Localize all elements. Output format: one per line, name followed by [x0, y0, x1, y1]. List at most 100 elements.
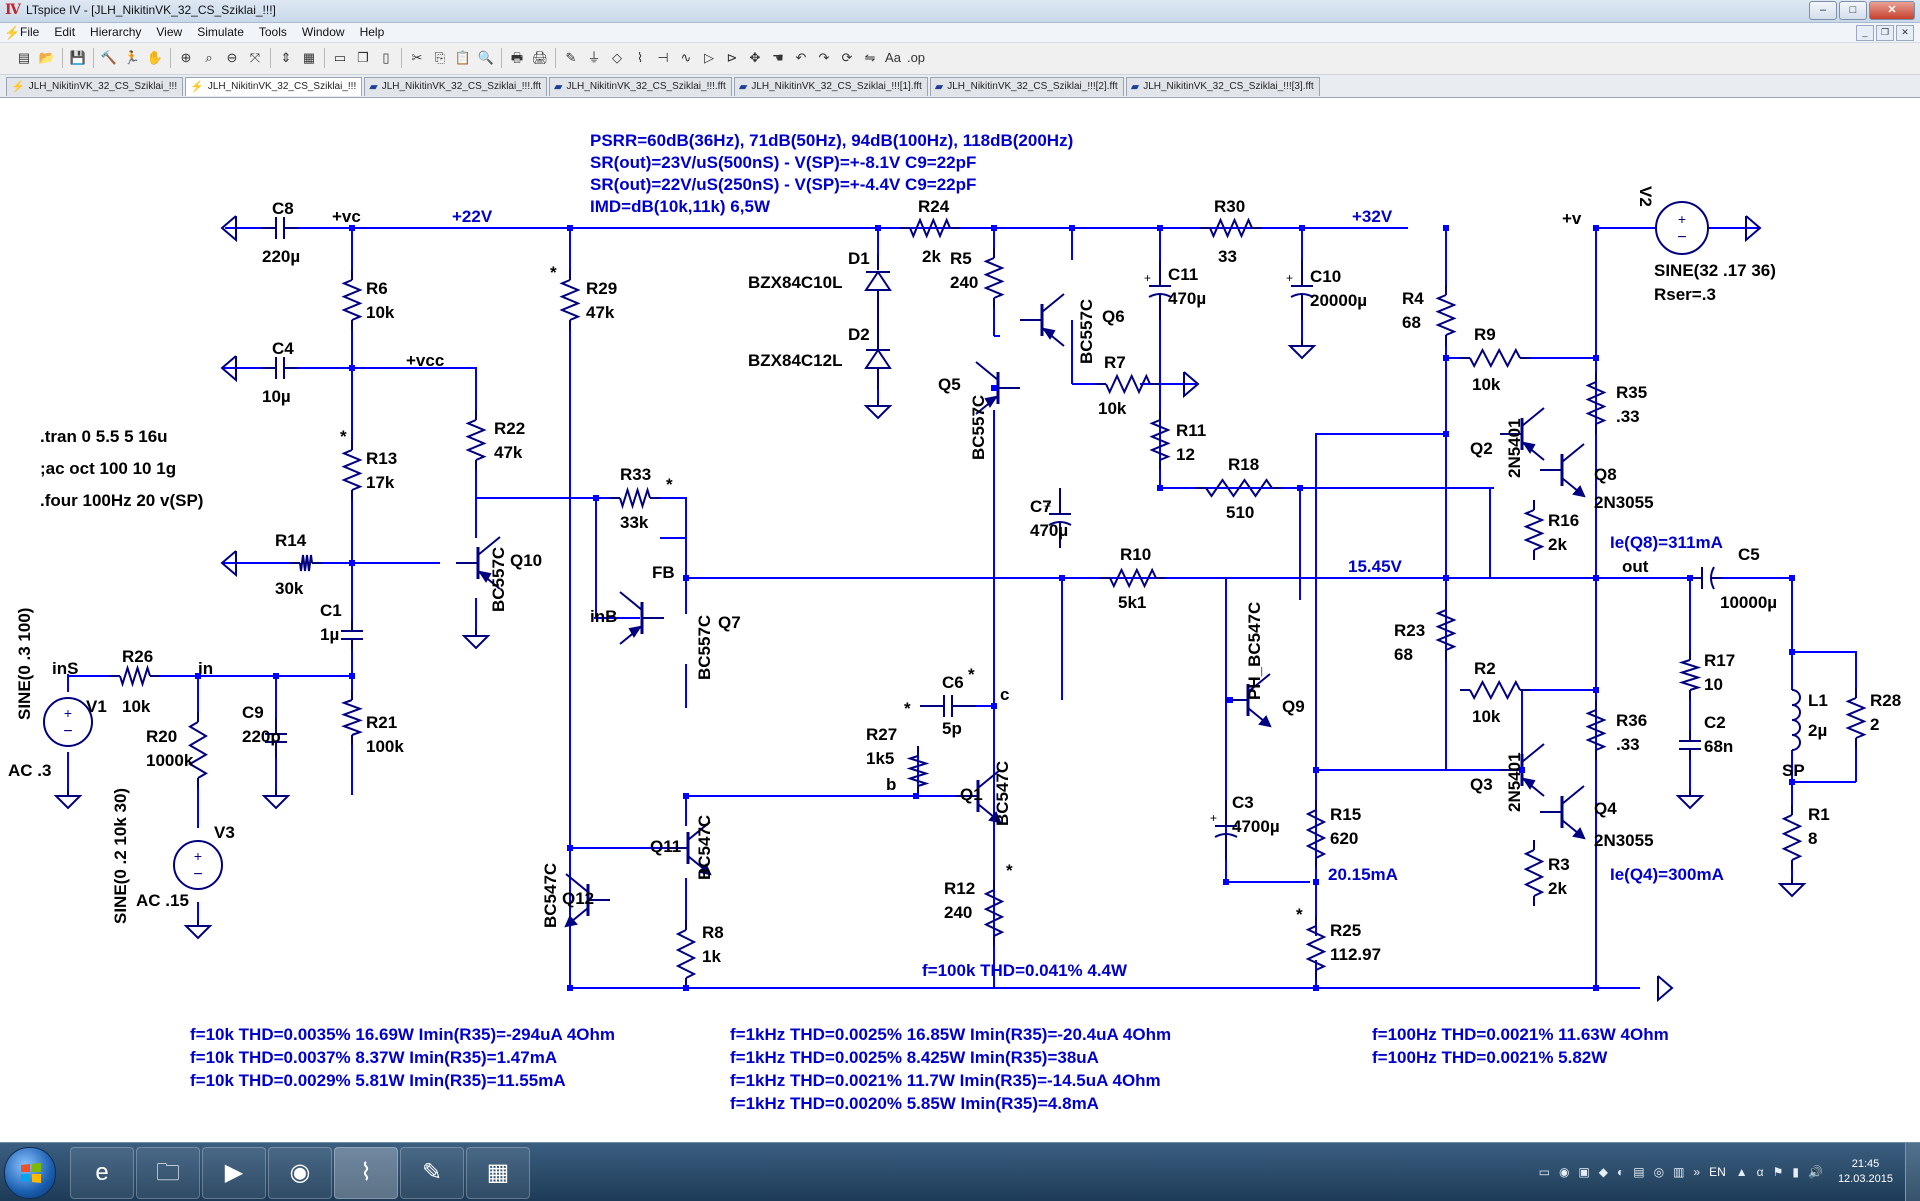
text-icon[interactable]: Aa: [885, 50, 901, 65]
resistor-icon[interactable]: ⌇: [636, 50, 644, 65]
tray-icon-4[interactable]: ◆: [1598, 1165, 1608, 1179]
capacitor-c3[interactable]: [1214, 800, 1238, 860]
resistor-r1[interactable]: [1781, 805, 1803, 870]
copy-icon[interactable]: ⎘: [434, 50, 446, 65]
start-button[interactable]: [4, 1147, 56, 1199]
save-icon[interactable]: 💾: [69, 50, 87, 65]
action-center-icon[interactable]: ⚑: [1772, 1165, 1784, 1179]
tray-icon-8[interactable]: ▥: [1673, 1165, 1685, 1179]
resistor-r10[interactable]: [1100, 567, 1166, 589]
notification-flag-icon[interactable]: ▲: [1735, 1165, 1748, 1179]
clock[interactable]: 21:45 12.03.2015: [1838, 1157, 1893, 1187]
schematic[interactable]: +−+−+− C8220µC410µR610kR1317k*R1430kC11µ…: [0, 98, 1920, 1140]
minimize-button[interactable]: –: [1809, 1, 1837, 20]
network-icon[interactable]: ▮: [1792, 1165, 1799, 1179]
wire[interactable]: [660, 497, 687, 578]
spice-directive-icon[interactable]: .op: [906, 50, 926, 65]
capacitor-c9[interactable]: [265, 718, 287, 758]
zoom-in-icon[interactable]: ⊕: [180, 50, 192, 65]
print-icon[interactable]: 🖨: [531, 50, 549, 65]
components[interactable]: +−+−+−: [43, 201, 1867, 1003]
resistor-r28[interactable]: [1845, 688, 1867, 748]
transistor-q4[interactable]: [1540, 785, 1586, 840]
transistor-q5[interactable]: [975, 361, 1020, 415]
tab-0[interactable]: ⚡JLH_NikitinVK_32_CS_Sziklai_!!!: [6, 77, 184, 96]
mirror-icon[interactable]: ⇋: [864, 50, 876, 65]
antivirus-icon[interactable]: α: [1756, 1165, 1764, 1179]
volume-icon[interactable]: 🔊: [1807, 1165, 1823, 1179]
transistor-q2[interactable]: [1500, 407, 1545, 461]
halt-icon[interactable]: ✋: [146, 50, 164, 65]
transistor-q12[interactable]: [564, 873, 610, 928]
tile-vertical-icon[interactable]: ▯: [382, 50, 390, 65]
resistor-r14[interactable]: [290, 554, 322, 572]
tray-expand-icon[interactable]: »: [1693, 1165, 1701, 1179]
voltage-source-v1[interactable]: +−: [43, 697, 93, 747]
capacitor-c1[interactable]: [341, 620, 363, 650]
paste-icon[interactable]: 📋: [454, 50, 472, 65]
menu-view[interactable]: View: [156, 25, 183, 39]
menu-window[interactable]: Window: [301, 25, 345, 39]
menu-help[interactable]: Help: [359, 25, 385, 39]
resistor-r16[interactable]: [1523, 500, 1545, 560]
capacitor-c8[interactable]: [262, 217, 298, 239]
tab-1[interactable]: ⚡JLH_NikitinVK_32_CS_Sziklai_!!!: [185, 77, 363, 96]
resistor-r9[interactable]: [1460, 347, 1530, 369]
tab-5[interactable]: ▰JLH_NikitinVK_32_CS_Sziklai_!!![2].fft: [929, 77, 1124, 96]
rail-vcc[interactable]: [292, 367, 477, 400]
resistor-r22[interactable]: [465, 410, 487, 470]
diode-icon[interactable]: ▷: [704, 50, 714, 65]
wire[interactable]: [1315, 433, 1446, 578]
tray-icon-5[interactable]: ◐: [1617, 1165, 1625, 1179]
resistor-r33[interactable]: [610, 486, 660, 510]
transistor-q3[interactable]: [1500, 743, 1545, 797]
voltage-source-v3[interactable]: +−: [173, 840, 223, 890]
resistor-r13[interactable]: [341, 440, 363, 500]
redo-icon[interactable]: ↷: [818, 50, 830, 65]
document-icon[interactable]: ⚡: [4, 25, 21, 40]
maximize-button[interactable]: □: [1839, 1, 1867, 20]
menu-simulate[interactable]: Simulate: [197, 25, 244, 39]
resistor-r29[interactable]: [559, 270, 581, 330]
zoom-pan-icon[interactable]: ⌕: [205, 50, 213, 65]
drag-icon[interactable]: ☚: [772, 50, 784, 65]
mdi-close-button[interactable]: ✕: [1896, 25, 1914, 41]
transistor-q1[interactable]: [956, 769, 1002, 824]
grid-icon[interactable]: ▦: [302, 50, 316, 65]
tab-6[interactable]: ▰JLH_NikitinVK_32_CS_Sziklai_!!![3].fft: [1125, 77, 1320, 96]
ie-icon[interactable]: e: [70, 1147, 134, 1199]
tab-4[interactable]: ▰JLH_NikitinVK_32_CS_Sziklai_!!![1].fft: [733, 77, 928, 96]
zoom-fit-icon[interactable]: ⤧: [249, 50, 261, 65]
resistor-r5[interactable]: [983, 248, 1005, 308]
wires[interactable]: [67, 227, 1857, 990]
resistor-r12[interactable]: [983, 880, 1005, 946]
transistor-q7[interactable]: [619, 591, 664, 645]
transistor-q8[interactable]: [1540, 443, 1586, 498]
resistor-r8[interactable]: [675, 920, 697, 988]
menu-file[interactable]: File: [20, 25, 40, 39]
print-preview-icon[interactable]: 🖶: [510, 50, 524, 65]
resistor-r27[interactable]: [906, 746, 930, 796]
open-icon[interactable]: 📂: [38, 50, 56, 65]
autorange-icon[interactable]: ⇕: [280, 50, 292, 65]
resistor-r6[interactable]: [341, 270, 363, 330]
undo-icon[interactable]: ↶: [795, 50, 807, 65]
resistor-r30[interactable]: [1200, 217, 1262, 239]
find-icon[interactable]: 🔍: [477, 50, 495, 65]
firefox-icon[interactable]: ◉: [268, 1147, 332, 1199]
new-schematic-icon[interactable]: ▤: [17, 50, 31, 65]
paint-icon[interactable]: ✎: [400, 1147, 464, 1199]
explorer-icon[interactable]: 🗀: [136, 1147, 200, 1199]
rotate-icon[interactable]: ⟳: [841, 50, 853, 65]
move-icon[interactable]: ✥: [749, 50, 761, 65]
resistor-r11[interactable]: [1149, 410, 1171, 470]
transistor-q9[interactable]: [1226, 673, 1272, 728]
show-desktop-button[interactable]: [1905, 1143, 1920, 1201]
resistor-r3[interactable]: [1523, 840, 1545, 906]
capacitor-c4[interactable]: [262, 357, 298, 379]
wire-icon[interactable]: ✎: [565, 50, 577, 65]
resistor-r23[interactable]: [1435, 600, 1457, 660]
capacitor-c6[interactable]: [920, 695, 976, 717]
menu-edit[interactable]: Edit: [54, 25, 76, 39]
calculator-icon[interactable]: ▦: [466, 1147, 530, 1199]
